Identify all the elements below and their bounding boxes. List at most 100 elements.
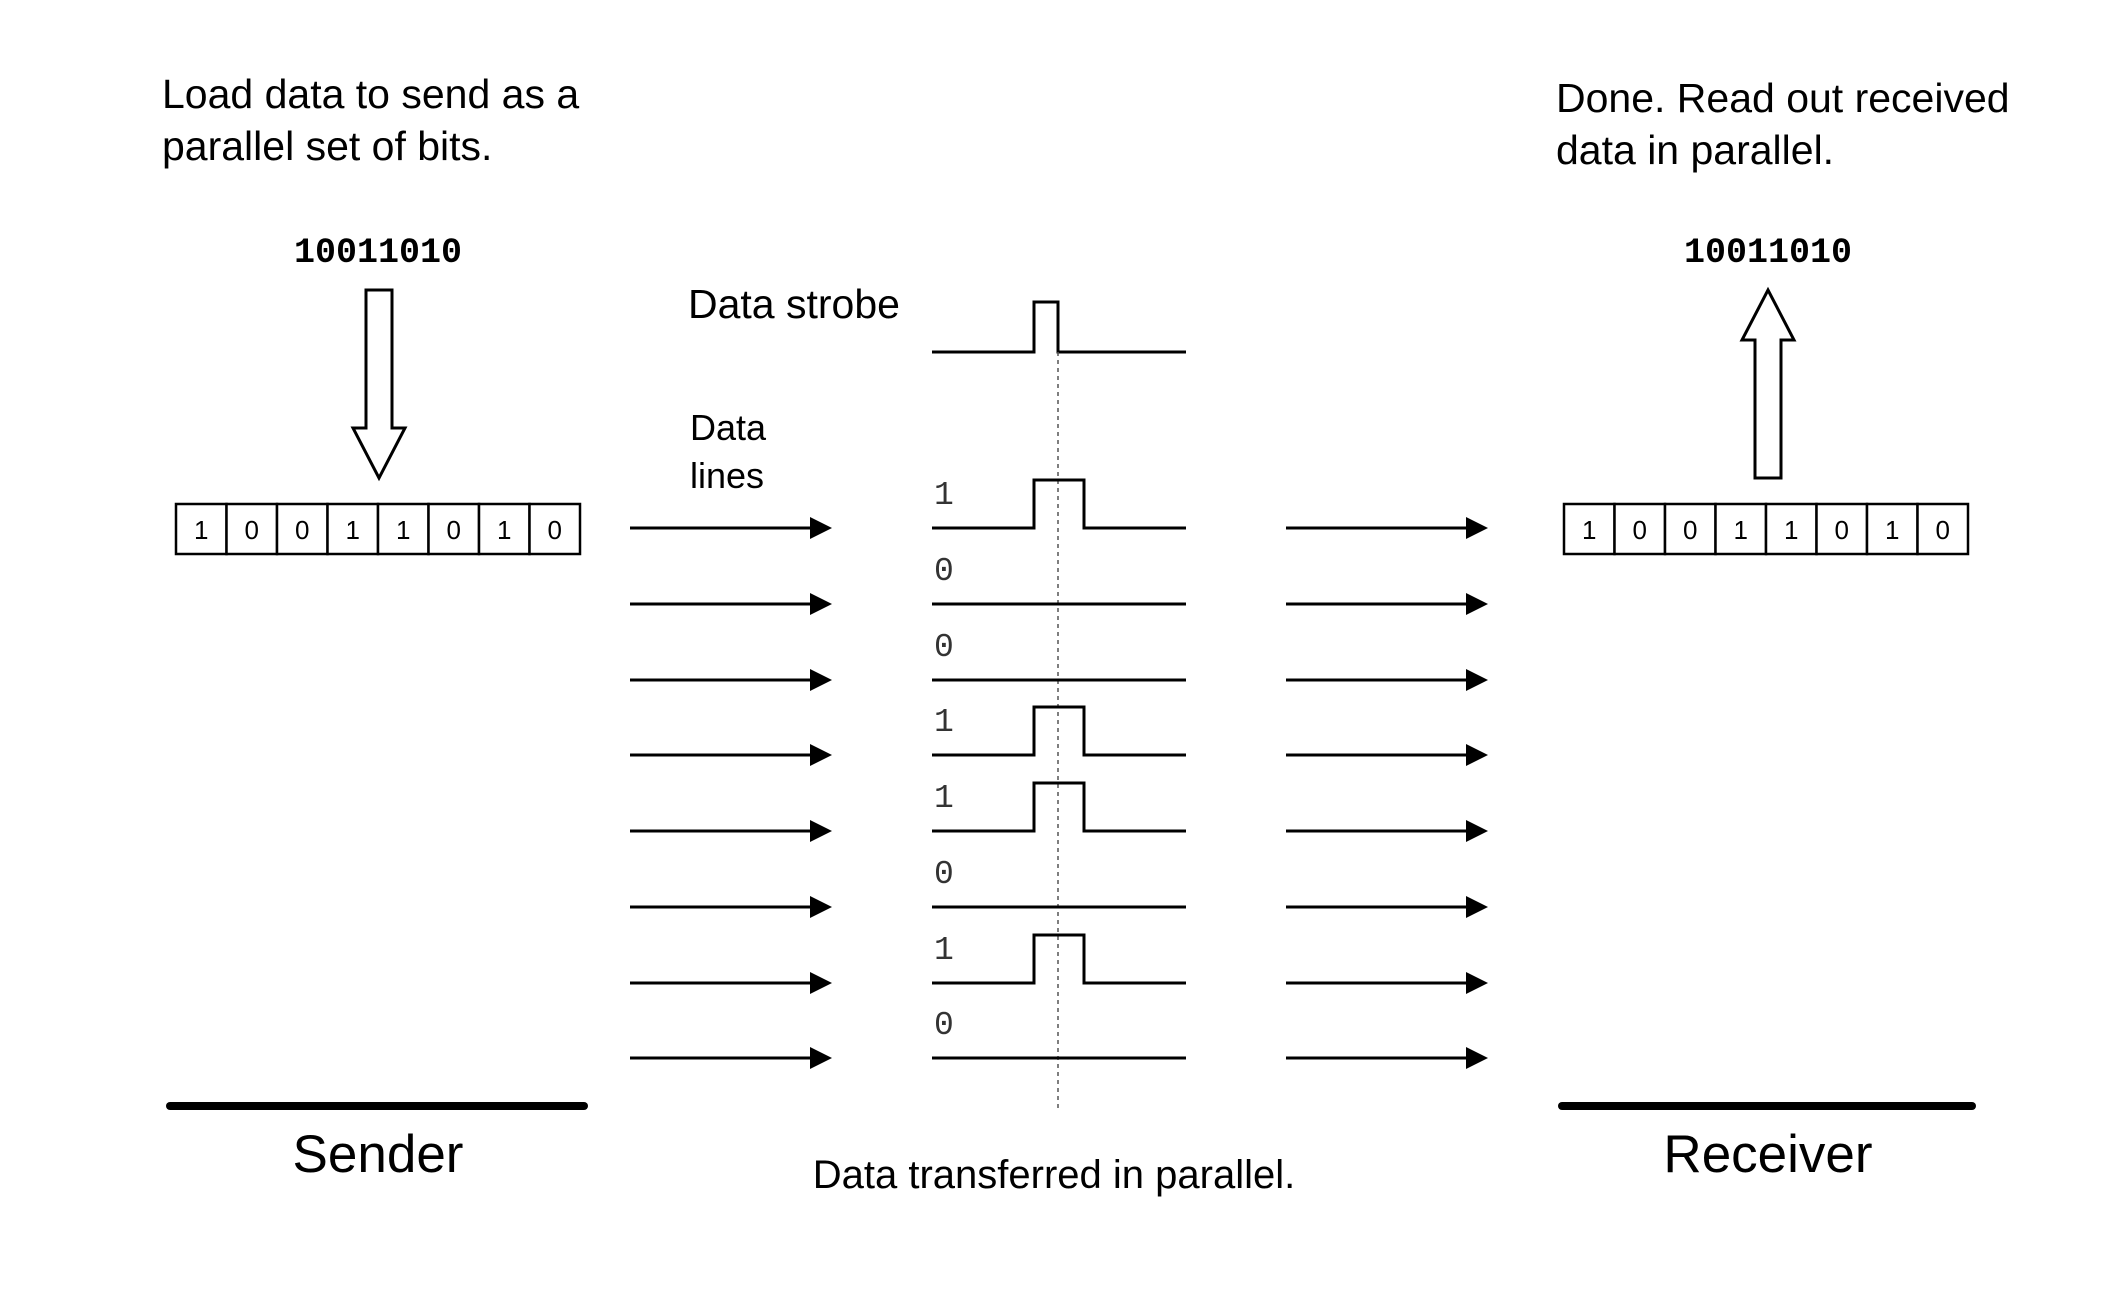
arrow-right-icon: [630, 744, 832, 766]
receiver-register-cell-box: [1916, 502, 1970, 556]
sender-register-cell-box: [477, 502, 531, 556]
receiver-register-cell: 1: [1865, 502, 1919, 556]
arrow-right-icon: [1286, 593, 1488, 615]
receiver-register-cell-box: [1865, 502, 1919, 556]
strobe-waveform: [932, 300, 1186, 354]
data-line-row: 0: [630, 629, 1488, 691]
arrow-right-icon: [1286, 972, 1488, 994]
receiver-register-bit: 0: [1835, 515, 1849, 545]
data-lines-label-line2: lines: [690, 455, 764, 496]
arrow-right-icon: [630, 972, 832, 994]
data-line-value: 1: [934, 704, 954, 741]
sender-data-word: 10011010: [294, 233, 462, 273]
arrow-right-icon: [630, 820, 832, 842]
sender-label: Sender: [293, 1125, 464, 1184]
sender-register-cell: 1: [326, 502, 380, 556]
arrow-right-icon: [1286, 669, 1488, 691]
data-line-value: 0: [934, 856, 954, 893]
sender-register-cell: 0: [275, 502, 329, 556]
receiver-instruction-line2: data in parallel.: [1556, 127, 1834, 173]
sender-register-cell: 0: [225, 502, 279, 556]
arrow-right-icon: [1286, 1047, 1488, 1069]
data-line-value: 0: [934, 553, 954, 590]
data-line-row: 1: [630, 477, 1488, 539]
data-line-row: 1: [630, 932, 1488, 994]
data-line-waveform: [932, 781, 1186, 833]
arrow-right-icon: [630, 1047, 832, 1069]
sender-register-bit: 1: [194, 515, 208, 545]
receiver-register-bit: 1: [1582, 515, 1596, 545]
receiver-register-cell-box: [1815, 502, 1869, 556]
receiver-register-cell: 1: [1562, 502, 1616, 556]
data-line-row: 0: [630, 856, 1488, 918]
receiver-panel: Done. Read out received data in parallel…: [1556, 75, 2010, 1184]
sender-register-bit: 1: [497, 515, 511, 545]
receiver-data-word: 10011010: [1684, 233, 1852, 273]
receiver-instruction-line1: Done. Read out received: [1556, 75, 2010, 121]
receiver-register-cell: 0: [1916, 502, 1970, 556]
data-lines-label-line1: Data: [690, 407, 767, 448]
receiver-register-cell: 1: [1714, 502, 1768, 556]
data-line-row: 1: [630, 780, 1488, 842]
sender-register-bit: 0: [447, 515, 461, 545]
arrow-right-icon: [630, 896, 832, 918]
sender-register-cell: 1: [174, 502, 228, 556]
data-line-value: 0: [934, 629, 954, 666]
sender-register-bit: 0: [295, 515, 309, 545]
receiver-register-bit: 0: [1633, 515, 1647, 545]
sender-register: 1 0 0 1 1 0 1 0: [174, 502, 582, 556]
data-line-row: 0: [630, 1007, 1488, 1069]
readout-arrow-up-icon: [1739, 286, 1797, 480]
receiver-register: 1 0 0 1 1 0 1 0: [1562, 502, 1970, 556]
sender-register-cell: 1: [376, 502, 430, 556]
sender-instruction-line1: Load data to send as a: [162, 71, 579, 117]
arrow-right-icon: [1286, 744, 1488, 766]
sender-register-cell-box: [528, 502, 582, 556]
receiver-register-bit: 0: [1683, 515, 1697, 545]
sender-register-cell-box: [275, 502, 329, 556]
sender-register-cell: 1: [477, 502, 531, 556]
sender-panel: Load data to send as a parallel set of b…: [162, 71, 588, 1184]
receiver-register-cell: 1: [1764, 502, 1818, 556]
data-line-waveform: [932, 933, 1186, 985]
data-line-value: 1: [934, 477, 954, 514]
data-line-value: 1: [934, 932, 954, 969]
arrow-right-icon: [630, 593, 832, 615]
sender-register-cell-box: [225, 502, 279, 556]
sender-register-bit: 0: [548, 515, 562, 545]
arrow-right-icon: [1286, 820, 1488, 842]
transfer-caption: Data transferred in parallel.: [813, 1153, 1295, 1197]
data-lines-group: 1 0 0 1 1 0 1 0: [630, 477, 1488, 1069]
sender-register-cell: 0: [427, 502, 481, 556]
data-line-row: 1: [630, 704, 1488, 766]
data-line-row: 0: [630, 553, 1488, 615]
sender-instruction-line2: parallel set of bits.: [162, 123, 492, 169]
arrow-right-icon: [1286, 896, 1488, 918]
sender-register-bit: 1: [396, 515, 410, 545]
receiver-register-cell: 0: [1613, 502, 1667, 556]
arrow-right-icon: [1286, 517, 1488, 539]
receiver-register-cell: 0: [1815, 502, 1869, 556]
sender-register-cell-box: [376, 502, 430, 556]
data-line-waveform: [932, 478, 1186, 530]
sender-register-bit: 1: [346, 515, 360, 545]
data-line-waveform: [932, 705, 1186, 757]
data-line-value: 0: [934, 1007, 954, 1044]
load-arrow-down-icon: [350, 288, 408, 482]
receiver-register-bit: 1: [1734, 515, 1748, 545]
receiver-register-cell: 0: [1663, 502, 1717, 556]
sender-register-bit: 0: [245, 515, 259, 545]
sender-register-cell: 0: [528, 502, 582, 556]
receiver-label: Receiver: [1663, 1125, 1872, 1184]
transfer-panel: Data strobe Data lines 1 0 0 1 1 0 1 0 Data tra…: [630, 281, 1488, 1197]
arrow-right-icon: [630, 517, 832, 539]
data-line-value: 1: [934, 780, 954, 817]
receiver-register-bit: 0: [1936, 515, 1950, 545]
receiver-register-bit: 1: [1885, 515, 1899, 545]
receiver-register-cell-box: [1663, 502, 1717, 556]
sender-register-cell-box: [174, 502, 228, 556]
arrow-right-icon: [630, 669, 832, 691]
receiver-register-bit: 1: [1784, 515, 1798, 545]
strobe-label: Data strobe: [688, 281, 900, 327]
